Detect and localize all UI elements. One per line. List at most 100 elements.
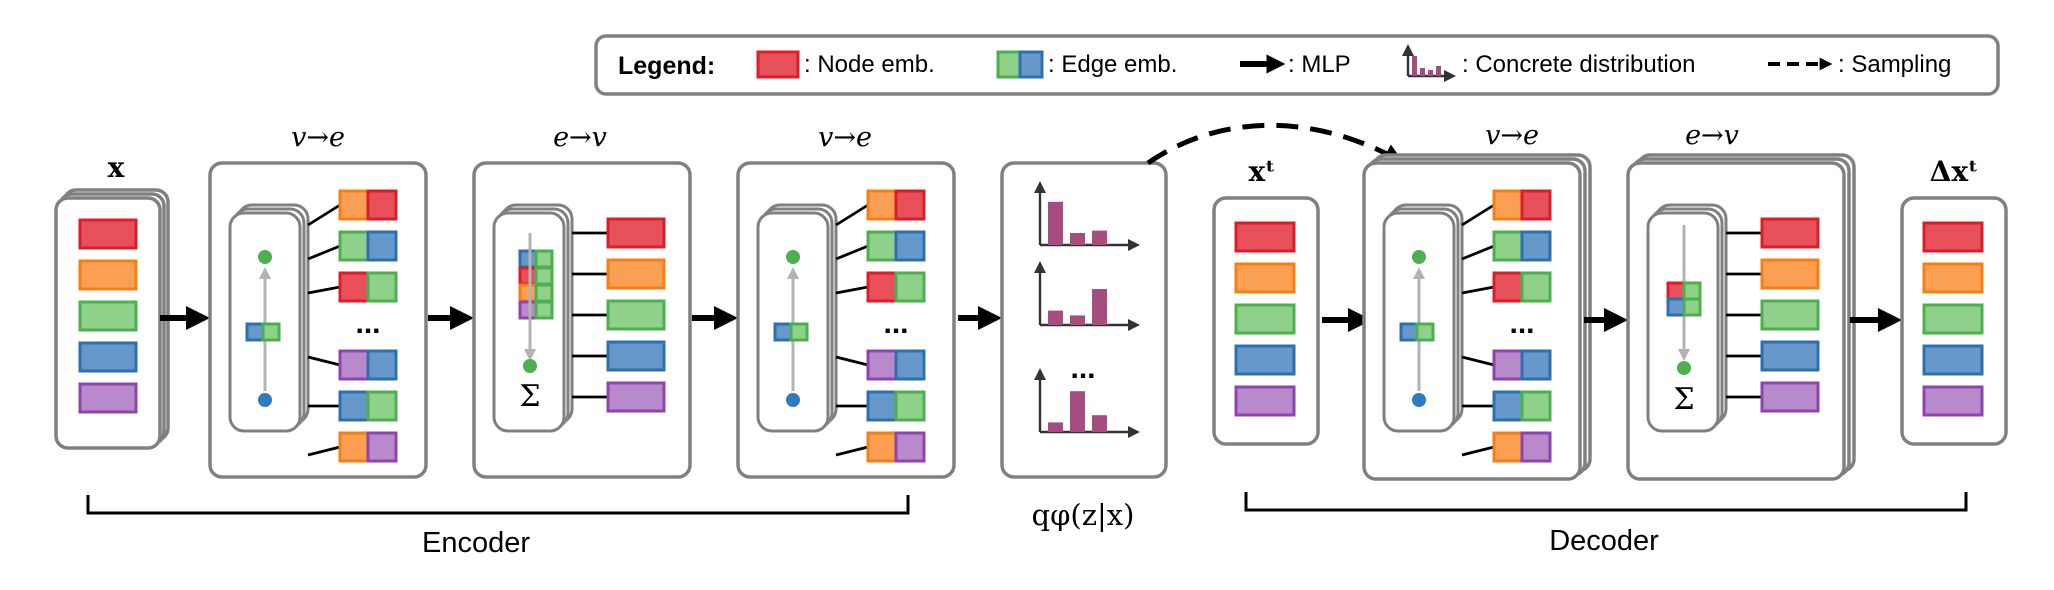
sum-icon: Σ <box>1673 382 1694 417</box>
node-embedding <box>1760 217 1820 249</box>
edge-embedding <box>1682 297 1702 317</box>
connector-line <box>1461 244 1495 261</box>
connector-line <box>835 285 869 295</box>
edge-embedding-swatch-blue <box>1018 50 1044 79</box>
edge-embedding <box>366 189 398 221</box>
node-embedding <box>78 300 138 332</box>
block-label: v→e <box>291 122 345 153</box>
node-embedding <box>606 258 666 290</box>
legend-concrete-label: : Concrete distribution <box>1462 51 1695 78</box>
graph-node <box>258 250 272 264</box>
node-embedding <box>1922 303 1984 335</box>
histogram-bar <box>1048 422 1063 432</box>
connector-line <box>835 355 869 367</box>
connector-line <box>1461 285 1495 295</box>
edge-embedding <box>338 431 370 463</box>
edge-embedding <box>338 271 370 303</box>
decoder-label: Decoder <box>1549 525 1659 557</box>
edge-embedding <box>1520 189 1552 221</box>
latent-label: qφ(z|x) <box>1032 498 1135 532</box>
edge-embedding <box>1520 230 1552 262</box>
edge-embedding <box>866 349 898 381</box>
graph-node <box>786 250 800 264</box>
edge-embedding <box>366 431 398 463</box>
output-delta-xt: Δxᵗ <box>1900 155 2008 446</box>
ellipsis: ... <box>1509 307 1534 340</box>
node-embedding <box>606 340 666 372</box>
connector-line <box>307 203 341 227</box>
node-embedding <box>78 382 138 414</box>
input-node-embeddings <box>78 218 138 414</box>
edge-embedding <box>366 390 398 422</box>
edge-embedding <box>534 300 554 320</box>
block-label: e→v <box>1685 120 1739 151</box>
edge-embedding <box>1666 297 1686 317</box>
edge-embedding <box>366 271 398 303</box>
histogram-bar <box>1070 315 1085 325</box>
edge-embedding <box>1520 349 1552 381</box>
edge-embedding <box>1492 349 1524 381</box>
edge-embedding <box>245 322 265 342</box>
connector-line <box>1461 445 1495 457</box>
edge-embedding <box>866 271 898 303</box>
edge-embedding <box>1520 431 1552 463</box>
connector-line <box>1461 203 1495 227</box>
block-label: e→v <box>553 122 607 153</box>
e-to-v-content: Σ <box>1646 203 1820 433</box>
edge-embedding <box>518 283 538 303</box>
edge-embedding <box>1492 230 1524 262</box>
node-embedding <box>1234 344 1296 376</box>
edge-embedding <box>518 300 538 320</box>
aggregated-node <box>1677 361 1691 375</box>
node-embedding <box>1922 221 1984 253</box>
decoder-block-e-to-v: e→v Σ <box>1626 120 1856 481</box>
node-embedding-swatch <box>756 50 800 79</box>
edge-embedding <box>866 390 898 422</box>
graph-node <box>1412 393 1426 407</box>
graph-node <box>258 393 272 407</box>
node-embedding <box>1234 221 1296 253</box>
edge-embedding <box>894 349 926 381</box>
edge-embedding <box>773 322 793 342</box>
input-x-stack: x <box>54 151 170 450</box>
edge-embedding <box>1492 390 1524 422</box>
input-x-label: x <box>108 151 125 184</box>
edge-embedding <box>1520 271 1552 303</box>
connector-line <box>835 445 869 457</box>
edge-embedding <box>534 283 554 303</box>
edge-embedding <box>1492 271 1524 303</box>
edge-embedding <box>338 349 370 381</box>
ellipsis: ... <box>883 307 908 340</box>
encoder-bracket <box>86 495 910 515</box>
legend-mlp-label: : MLP <box>1288 51 1351 78</box>
node-embedding <box>1760 340 1820 372</box>
graph-node <box>1412 250 1426 264</box>
node-embedding <box>606 381 666 413</box>
node-embedding <box>606 217 666 249</box>
legend-title: Legend: <box>618 52 715 80</box>
connector-line <box>835 244 869 261</box>
node-embedding <box>78 341 138 373</box>
decoder-input-xt: xᵗ <box>1212 155 1320 446</box>
histogram-bar <box>1048 201 1063 245</box>
histogram-bar <box>1070 233 1085 245</box>
latent-concrete-distributions: ... qφ(z|x) <box>1000 161 1168 532</box>
edge-embedding <box>894 390 926 422</box>
edge-embedding <box>338 230 370 262</box>
connector-line <box>1461 355 1495 367</box>
node-embedding <box>1760 299 1820 331</box>
concrete-distribution-icon <box>1402 44 1456 82</box>
edge-embedding <box>894 230 926 262</box>
block-label: v→e <box>818 122 872 153</box>
decoder-bracket <box>1244 492 1968 512</box>
edge-embedding <box>261 322 281 342</box>
edge-embedding <box>534 266 554 286</box>
legend-box <box>594 34 2000 96</box>
node-embedding <box>1234 385 1296 417</box>
edge-embedding <box>894 431 926 463</box>
encoder-block-v-to-e-1: v→e ... <box>208 122 428 479</box>
edge-embedding-swatch-green <box>996 50 1022 79</box>
encoder-block-v-to-e-2: v→e ... <box>736 122 956 479</box>
edge-embedding <box>338 189 370 221</box>
